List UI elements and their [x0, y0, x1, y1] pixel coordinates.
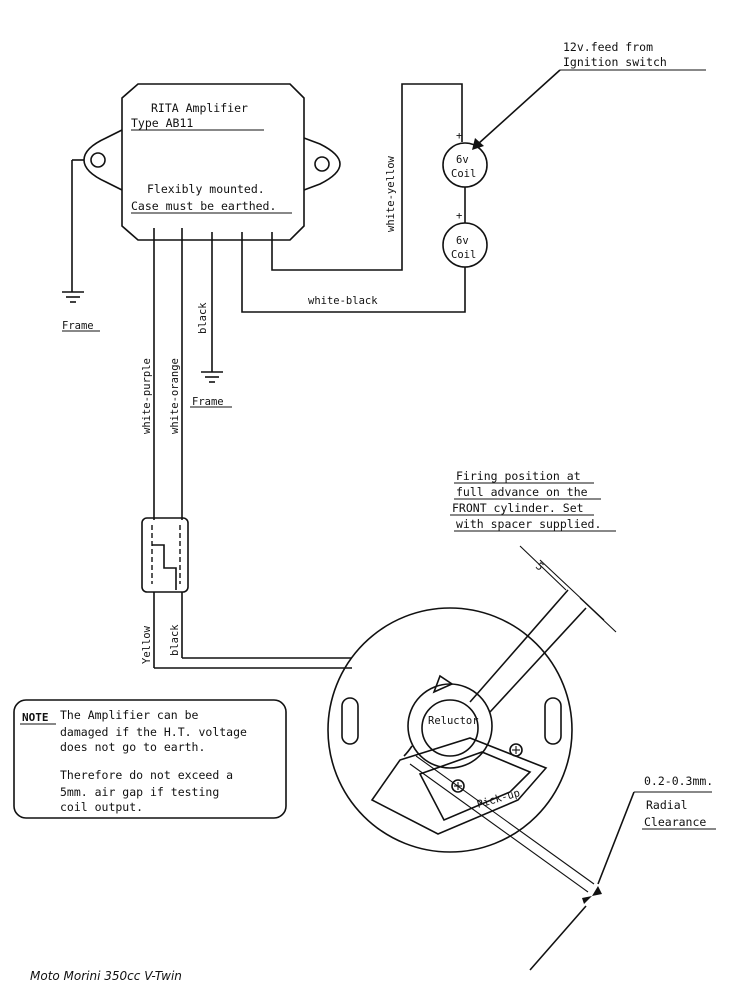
clearance-line3: Clearance: [644, 815, 706, 829]
left-frame-ground: Frame: [62, 159, 100, 332]
wire-black-frame: black Frame: [190, 232, 232, 408]
footer-handwriting: Moto Morini 350cc V-Twin: [30, 969, 182, 983]
note-line5: 5mm. air gap if testing: [60, 785, 219, 799]
coil-top-line1: 6v: [456, 154, 469, 166]
radial-clearance: 0.2-0.3mm. Radial Clearance: [409, 755, 716, 971]
feed-line2: Ignition switch: [563, 55, 667, 69]
clearance-line1: 0.2-0.3mm.: [644, 774, 713, 788]
coil-top-line2: Coil: [451, 168, 476, 180]
label-white-purple: white-purple: [141, 358, 153, 434]
label-yellow: Yellow: [141, 625, 153, 664]
wire-white-orange: white-orange: [169, 228, 183, 520]
clearance-line2: Radial: [646, 798, 688, 812]
amplifier-type: Type AB11: [131, 116, 193, 130]
firing-line3: FRONT cylinder. Set: [452, 501, 584, 515]
coil-bottom: 6v Coil +: [442, 210, 488, 268]
note-line4: Therefore do not exceed a: [60, 768, 233, 782]
frame-left-label: Frame: [62, 320, 94, 332]
firing-line2: full advance on the: [456, 485, 588, 499]
label-black: black: [197, 302, 209, 334]
amplifier-box: RITA Amplifier Type AB11 Flexibly mounte…: [83, 83, 341, 241]
note-line6: coil output.: [60, 800, 143, 814]
note-line2: damaged if the H.T. voltage: [60, 725, 247, 739]
coil-top: 6v Coil +: [442, 130, 488, 188]
firing-line1: Firing position at: [456, 469, 581, 483]
label-white-yellow: white-yellow: [385, 155, 397, 232]
stator-plate: Reluctor Pick-up: [327, 607, 573, 853]
label-white-orange: white-orange: [169, 358, 181, 434]
wire-white-purple: white-purple: [141, 228, 155, 520]
ignition-feed: 12v.feed from Ignition switch: [472, 40, 706, 150]
coil-top-plus: +: [456, 130, 462, 142]
label-white-black: white-black: [308, 295, 378, 307]
spacer-dimension: 5: [469, 545, 617, 713]
coil-bottom-line1: 6v: [456, 235, 469, 247]
note-line1: The Amplifier can be: [60, 708, 199, 722]
amplifier-mount-line1: Flexibly mounted.: [147, 182, 265, 196]
gap-label: 5: [533, 560, 546, 573]
wire-white-yellow: white-yellow: [271, 83, 463, 271]
feed-line1: 12v.feed from: [563, 40, 653, 54]
note-label: NOTE: [22, 711, 49, 724]
firing-line4: with spacer supplied.: [456, 517, 601, 531]
note-line3: does not go to earth.: [60, 740, 205, 754]
coil-bottom-line2: Coil: [451, 249, 476, 261]
amplifier-mount-line2: Case must be earthed.: [131, 199, 276, 213]
label-black-lower: black: [169, 624, 181, 656]
wire-white-black: white-black: [241, 232, 466, 313]
connector-block: Yellow black: [141, 517, 189, 668]
pickup-label: Pick-up: [476, 787, 522, 811]
note-box: NOTE The Amplifier can be damaged if the…: [13, 699, 287, 819]
coil-bottom-plus: +: [456, 210, 462, 222]
amplifier-title: RITA Amplifier: [151, 101, 248, 115]
frame-center-label: Frame: [192, 396, 224, 408]
reluctor-label: Reluctor: [428, 715, 479, 727]
firing-position-note: Firing position at full advance on the F…: [450, 469, 616, 532]
